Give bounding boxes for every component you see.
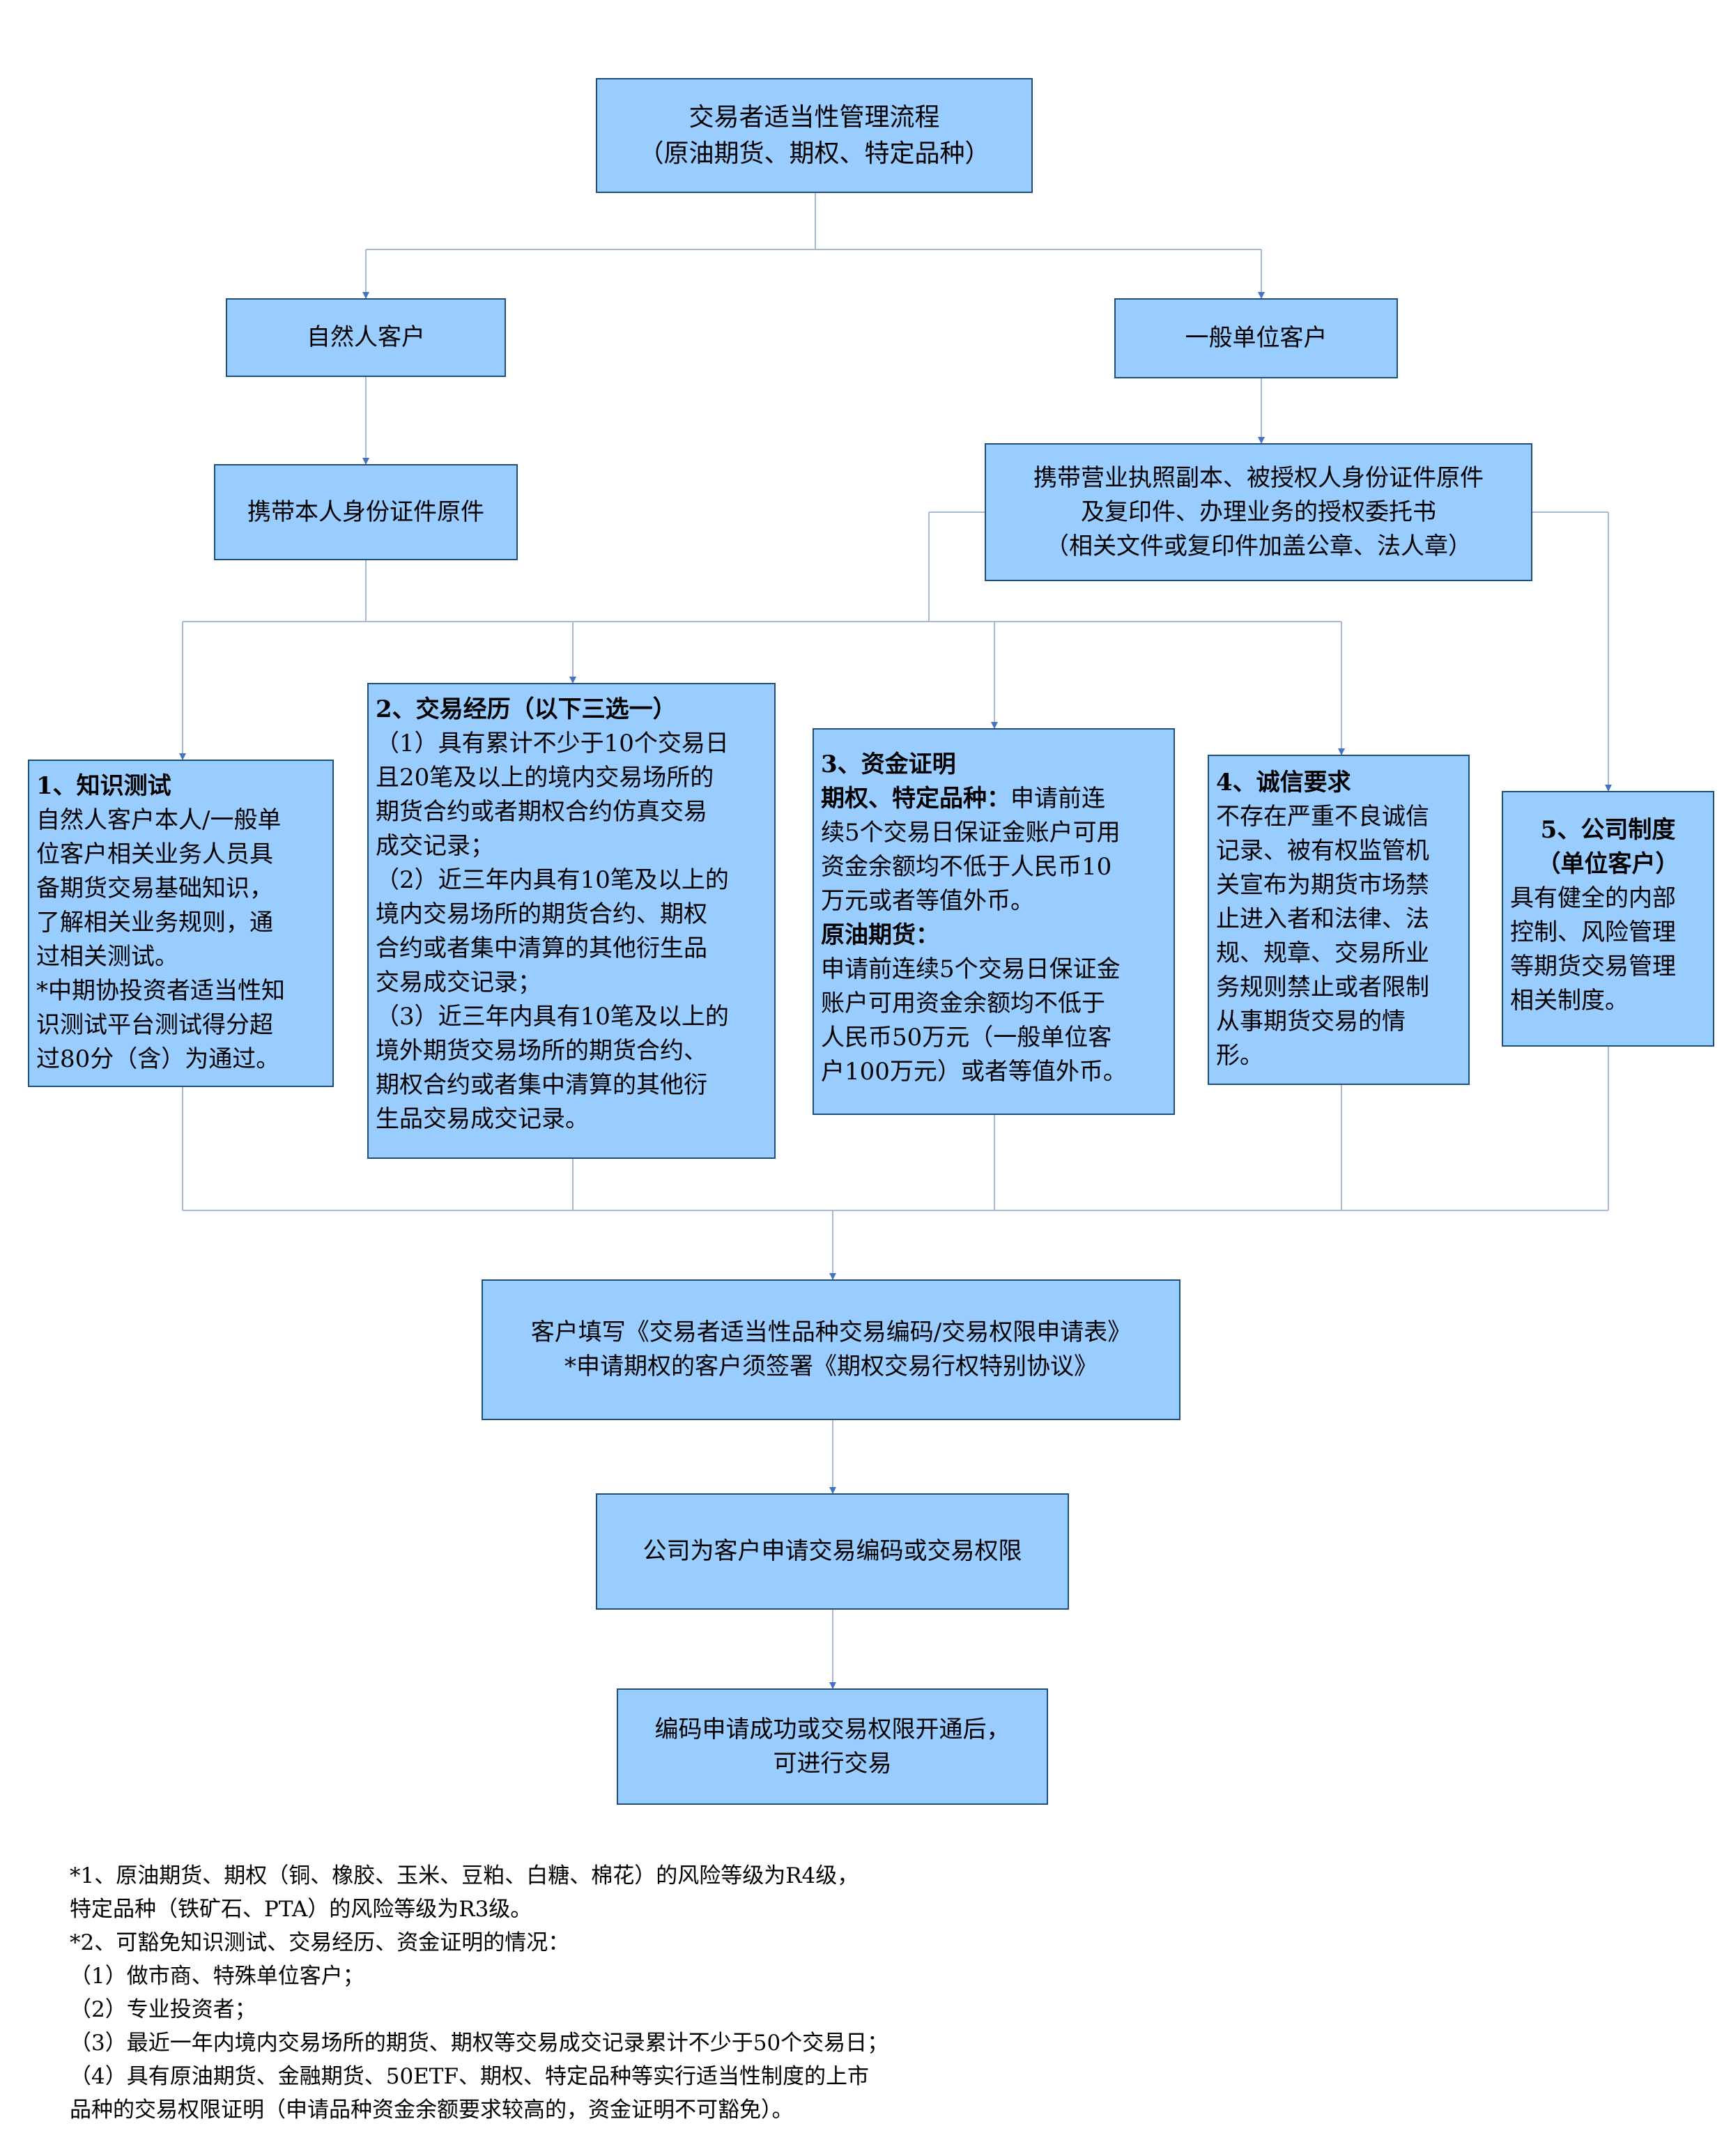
footnote-line: （1）做市商、特殊单位客户； xyxy=(70,1964,364,1989)
knowledge-test-box: 1、知识测试 自然人客户本人/一般单 位客户相关业务人员具 备期货交易基础知识，… xyxy=(28,760,334,1087)
fund-proof-crude-label: 原油期货： xyxy=(821,921,939,949)
trading-experience-line: 合约或者集中清算的其他衍生品 xyxy=(376,934,707,962)
unit-client-step-line: 携带营业执照副本、被授权人身份证件原件 xyxy=(1033,463,1484,492)
footnote-line: （2）专业投资者； xyxy=(70,1997,256,2022)
fund-proof-line: 人民币50万元（一般单位客 xyxy=(821,1024,1112,1052)
integrity-box: 4、诚信要求 不存在严重不良诚信 记录、被有权监管机 关宣布为期货市场禁 止进入… xyxy=(1208,755,1470,1085)
trading-experience-line: 且20笔及以上的境内交易场所的 xyxy=(376,764,714,792)
knowledge-test-line: 过80分（含）为通过。 xyxy=(36,1045,280,1073)
trading-experience-line: （1）具有累计不少于10个交易日 xyxy=(376,730,729,757)
company-system-line: 具有健全的内部 xyxy=(1510,884,1676,912)
unit-client-label: 一般单位客户 xyxy=(1185,324,1328,352)
integrity-line: 形。 xyxy=(1216,1042,1263,1070)
trading-experience-line: （3）近三年内具有10笔及以上的 xyxy=(376,1003,729,1031)
knowledge-test-line: 过相关测试。 xyxy=(36,943,178,971)
flow-subtitle: （原油期货、期权、特定品种） xyxy=(638,139,990,168)
fund-proof-line: 申请前连续5个交易日保证金 xyxy=(821,955,1121,983)
integrity-line: 规、规章、交易所业 xyxy=(1216,939,1429,967)
company-apply-text: 公司为客户申请交易编码或交易权限 xyxy=(643,1537,1022,1565)
natural-client-step: 携带本人身份证件原件 xyxy=(247,498,484,526)
trading-experience-line: 境外期货交易场所的期货合约、 xyxy=(376,1037,707,1065)
trading-experience-title: 2、交易经历（以下三选一） xyxy=(376,695,677,723)
trading-experience-line: 成交记录； xyxy=(376,832,494,860)
knowledge-test-line: 备期货交易基础知识， xyxy=(36,875,273,902)
apply-form-line: 客户填写《交易者适当性品种交易编码/交易权限申请表》 xyxy=(530,1318,1132,1346)
unit-client-step-line: 及复印件、办理业务的授权委托书 xyxy=(1081,498,1436,526)
natural-client-label: 自然人客户 xyxy=(307,323,425,351)
trading-experience-box: 2、交易经历（以下三选一） （1）具有累计不少于10个交易日 且20笔及以上的境… xyxy=(367,683,776,1159)
trading-experience-line: 期货合约或者期权合约仿真交易 xyxy=(376,798,707,826)
flow-title: 交易者适当性管理流程 xyxy=(688,102,940,132)
footnote-line: 品种的交易权限证明（申请品种资金余额要求较高的，资金证明不可豁免）。 xyxy=(70,2097,794,2123)
footnotes: *1、原油期货、期权（铜、橡胶、玉米、豆粕、白糖、棉花）的风险等级为R4级， 特… xyxy=(70,1859,888,2127)
footnote-line: （3）最近一年内境内交易场所的期货、期权等交易成交记录累计不少于50个交易日； xyxy=(70,2031,889,2056)
apply-form-line: *申请期权的客户须签署《期权交易行权特别协议》 xyxy=(564,1353,1098,1380)
company-system-box: 5、公司制度 （单位客户） 具有健全的内部 控制、风险管理 等期货交易管理 相关… xyxy=(1502,791,1714,1047)
fund-proof-title: 3、资金证明 xyxy=(821,750,956,778)
footnote-line: *1、原油期货、期权（铜、橡胶、玉米、豆粕、白糖、棉花）的风险等级为R4级， xyxy=(70,1863,859,1888)
footnote-line: （4）具有原油期货、金融期货、50ETF、期权、特定品种等实行适当性制度的上市 xyxy=(70,2064,869,2089)
integrity-line: 关宣布为期货市场禁 xyxy=(1216,871,1429,899)
fund-proof-line: 申请前连 xyxy=(1010,785,1105,813)
integrity-line: 止进入者和法律、法 xyxy=(1216,905,1429,933)
integrity-line: 从事期货交易的情 xyxy=(1216,1008,1406,1035)
company-system-line: 相关制度。 xyxy=(1510,987,1629,1015)
knowledge-test-line: 位客户相关业务人员具 xyxy=(36,840,273,868)
footnote-line: *2、可豁免知识测试、交易经历、资金证明的情况： xyxy=(70,1930,570,1955)
company-system-title: 5、公司制度 xyxy=(1540,816,1676,844)
knowledge-test-line: 了解相关业务规则，通 xyxy=(36,909,273,937)
trading-experience-line: 期权合约或者集中清算的其他衍 xyxy=(376,1071,707,1099)
unit-client-step-box: 携带营业执照副本、被授权人身份证件原件 及复印件、办理业务的授权委托书 （相关文… xyxy=(985,443,1532,581)
company-system-line: 等期货交易管理 xyxy=(1510,953,1676,980)
integrity-title: 4、诚信要求 xyxy=(1216,769,1351,796)
trading-experience-line: （2）近三年内具有10笔及以上的 xyxy=(376,866,729,894)
fund-proof-line: 续5个交易日保证金账户可用 xyxy=(821,819,1121,847)
final-step-line: 编码申请成功或交易权限开通后， xyxy=(654,1715,1010,1743)
fund-proof-line: 账户可用资金余额均不低于 xyxy=(821,990,1105,1017)
trading-experience-line: 境内交易场所的期货合约、期权 xyxy=(376,900,707,928)
knowledge-test-line: 识测试平台测试得分超 xyxy=(36,1011,273,1039)
integrity-line: 务规则禁止或者限制 xyxy=(1216,973,1429,1001)
fund-proof-line: 户100万元）或者等值外币。 xyxy=(821,1058,1127,1086)
flow-title-box: 交易者适当性管理流程 （原油期货、期权、特定品种） xyxy=(596,78,1033,193)
natural-client-step-box: 携带本人身份证件原件 xyxy=(214,464,518,560)
fund-proof-line: 资金余额均不低于人民币10 xyxy=(821,853,1112,881)
fund-proof-options-label: 期权、特定品种： xyxy=(821,785,1010,813)
knowledge-test-title: 1、知识测试 xyxy=(36,772,171,800)
fund-proof-box: 3、资金证明 期权、特定品种：申请前连 续5个交易日保证金账户可用 资金余额均不… xyxy=(813,728,1175,1115)
integrity-line: 不存在严重不良诚信 xyxy=(1216,803,1429,831)
company-system-line: 控制、风险管理 xyxy=(1510,918,1676,946)
knowledge-test-line: *中期协投资者适当性知 xyxy=(36,977,285,1005)
natural-client-box: 自然人客户 xyxy=(226,298,506,377)
apply-form-box: 客户填写《交易者适当性品种交易编码/交易权限申请表》 *申请期权的客户须签署《期… xyxy=(482,1279,1180,1420)
company-system-subtitle: （单位客户） xyxy=(1537,850,1679,878)
fund-proof-line: 万元或者等值外币。 xyxy=(821,887,1034,915)
final-step-line: 可进行交易 xyxy=(773,1749,892,1778)
unit-client-box: 一般单位客户 xyxy=(1114,298,1398,378)
knowledge-test-line: 自然人客户本人/一般单 xyxy=(36,806,282,834)
trading-experience-line: 生品交易成交记录。 xyxy=(376,1105,589,1133)
footnote-line: 特定品种（铁矿石、PTA）的风险等级为R3级。 xyxy=(70,1897,532,1922)
trading-experience-line: 交易成交记录； xyxy=(376,969,541,996)
integrity-line: 记录、被有权监管机 xyxy=(1216,837,1429,865)
final-step-box: 编码申请成功或交易权限开通后， 可进行交易 xyxy=(617,1688,1048,1805)
company-apply-box: 公司为客户申请交易编码或交易权限 xyxy=(596,1493,1069,1610)
unit-client-step-line: （相关文件或复印件加盖公章、法人章） xyxy=(1045,532,1472,560)
